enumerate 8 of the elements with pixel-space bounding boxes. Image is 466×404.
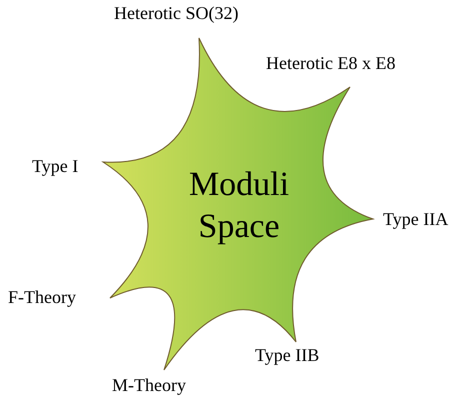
label: Type I xyxy=(32,155,78,177)
label: F-Theory xyxy=(8,286,76,308)
node-label: Moduli Space xyxy=(188,165,290,247)
label: Heterotic SO(32) xyxy=(114,2,238,24)
label: Heterotic E8 x E8 xyxy=(266,52,396,74)
label: M-Theory xyxy=(112,374,186,396)
label: Type IIA xyxy=(383,208,448,230)
label: Type IIB xyxy=(255,344,320,366)
